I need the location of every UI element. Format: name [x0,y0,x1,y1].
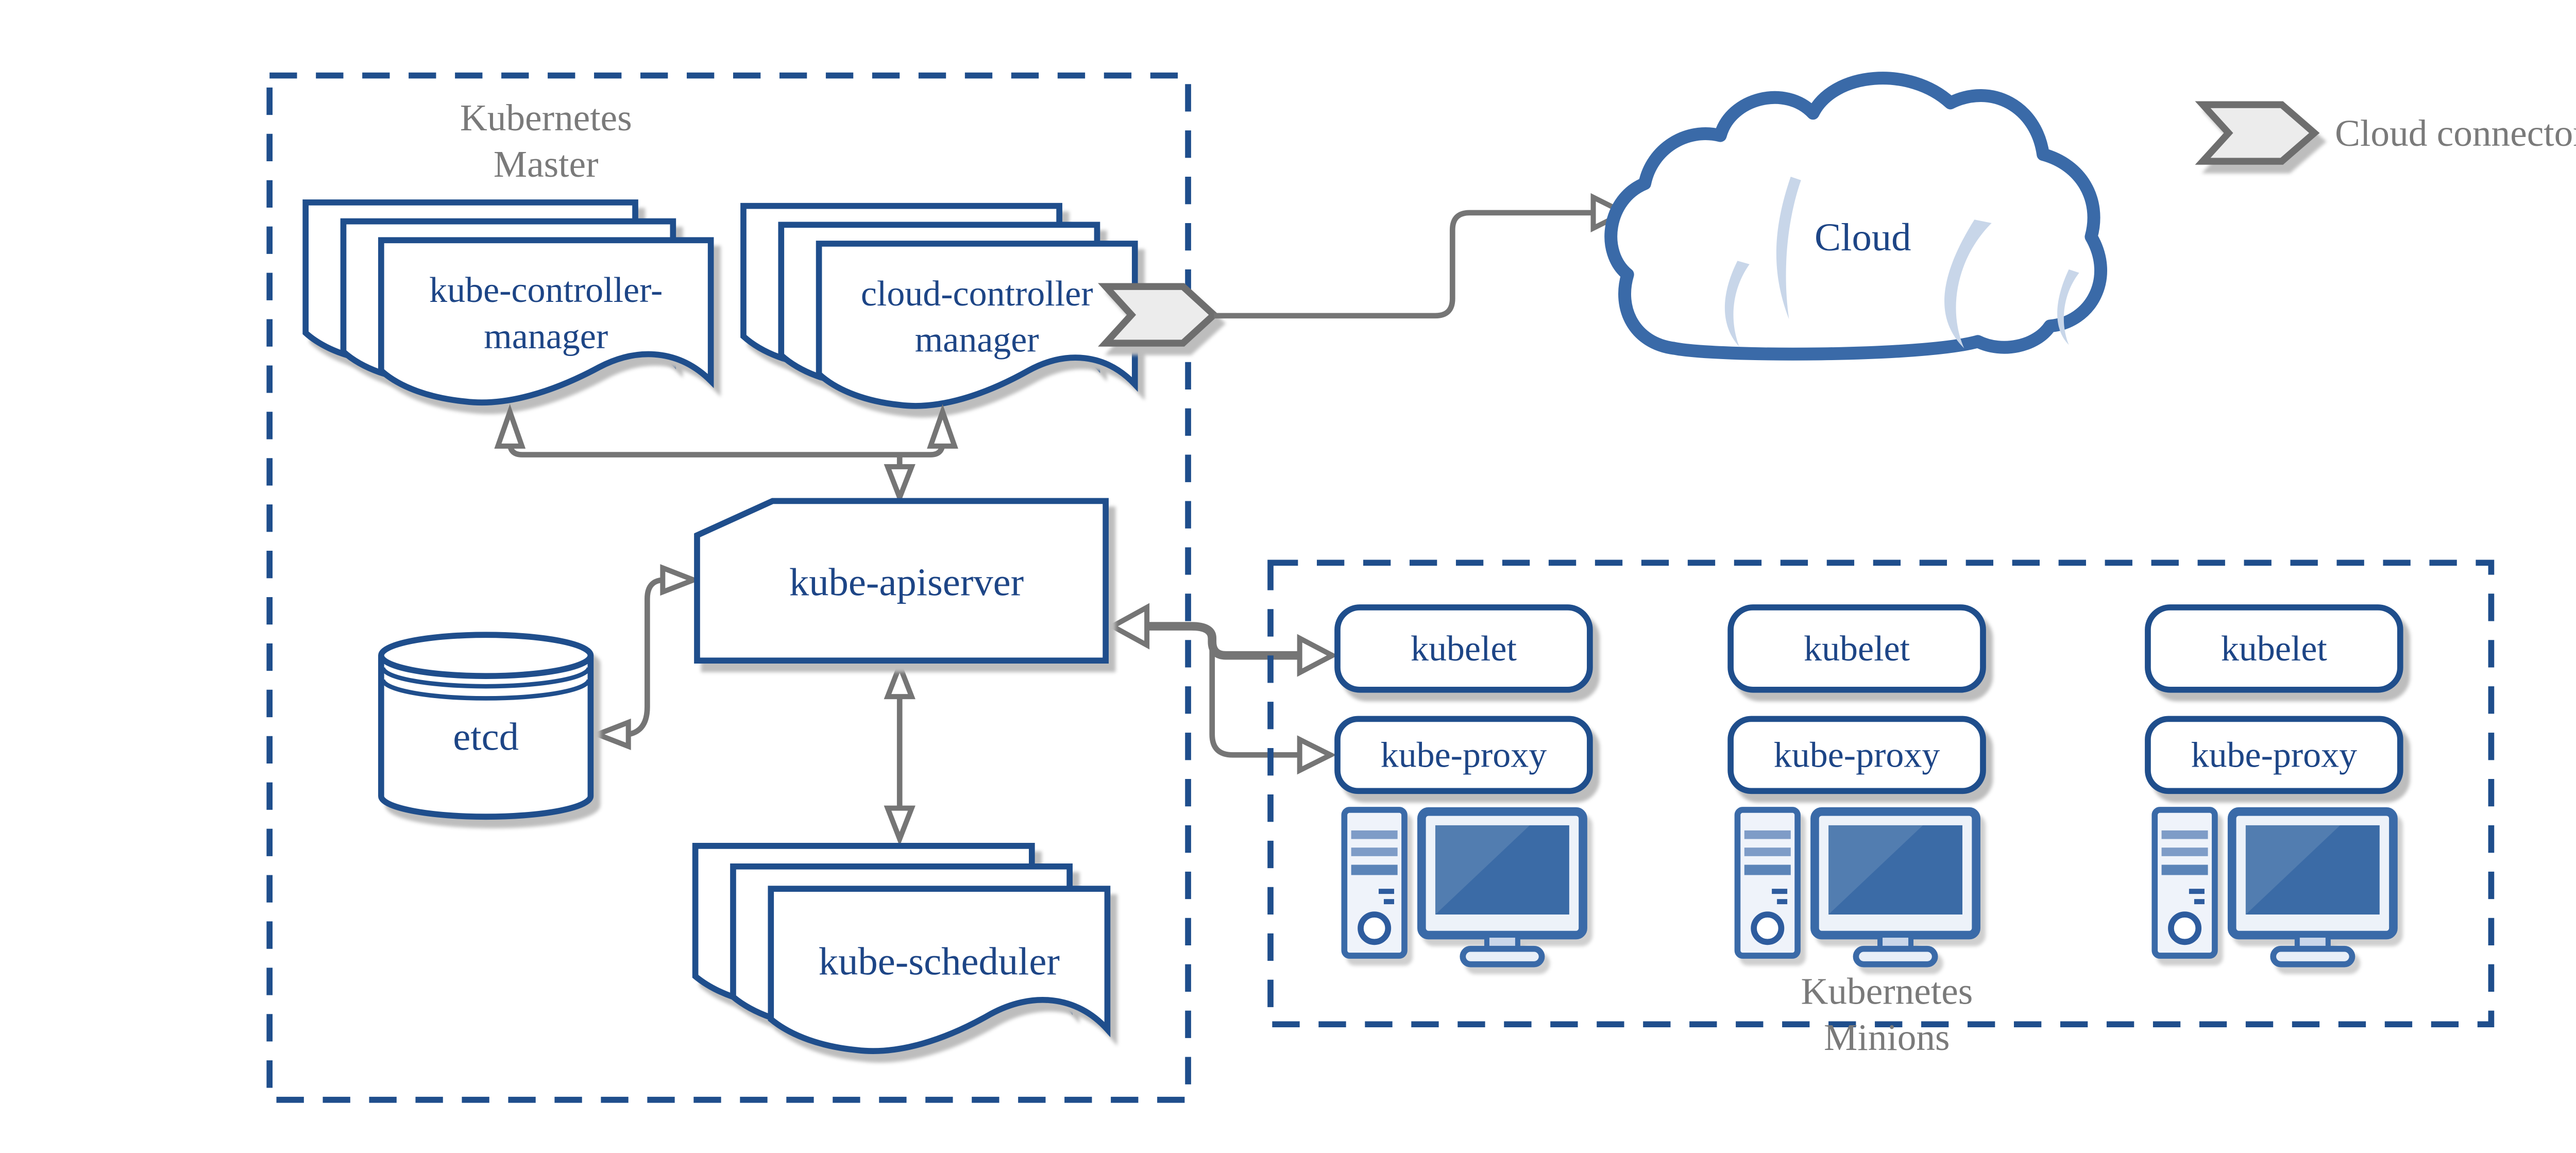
pc-tower-icon [2151,807,2218,959]
etcd-label: etcd [453,715,519,758]
kube-apiserver-label: kube-apiserver [789,561,1024,604]
document-shape-front [816,241,1138,409]
pc-tower-vent [1378,889,1394,894]
monitor-screen [1435,825,1569,915]
cloud-highlight-sliver [1944,219,1992,349]
pc-tower-stripe [1351,864,1398,875]
pc-tower-stripe [2161,864,2208,875]
legend-cloud-connector: Cloud connector [2195,101,2576,165]
minion-node-3: kubelet kube-proxy [2145,604,2403,968]
pc-power-button [2168,911,2202,945]
minions-label-line1: Kubernetes [1801,970,1973,1012]
pc-tower-icon [1734,807,1801,959]
arrow-connector-to-cloud [1214,193,1630,319]
legend-chevron-icon [2195,101,2320,165]
monitor-stand-base [2270,945,2355,968]
desktop-computer-icon [2151,807,2398,968]
kube-proxy-label: kube-proxy [1381,736,1547,775]
monitor-screen-glare [1435,825,1530,915]
etcd-cylinder-top-ellipse [378,655,594,679]
master-label-line1: Kubernetes [460,97,632,139]
cloud-connector-chevron-icon [1098,283,1219,347]
monitor-screen [1828,825,1963,915]
master-label-line2: Master [494,143,599,185]
master-label: Kubernetes Master [460,97,632,185]
cloud-controller-manager-label-line2: manager [915,320,1039,360]
legend-cloud-connector-label: Cloud connector [2335,112,2576,154]
pc-tower-stripe [1744,864,1791,875]
node-etcd: etcd [378,632,594,820]
arrow-apiserver-kubelet [1107,603,1338,677]
cloud-controller-manager-label-line1: cloud-controller [861,274,1093,314]
pc-tower-stripe [1351,830,1398,839]
kube-controller-manager-label-line2: manager [484,317,608,357]
node-cloud-controller-manager: cloud-controller manager [740,202,1138,409]
pc-tower-vent [1383,899,1394,905]
etcd-cylinder-ring2 [380,679,591,701]
arrow-apiserver-scheduler [884,658,916,846]
pc-tower-stripe [2161,830,2208,839]
pc-tower-vent [2194,899,2205,905]
document-shape-front [378,237,714,406]
cloud-highlight-sliver [1776,177,1801,319]
minion-node-2: kubelet kube-proxy [1727,604,1986,968]
kubelet-box [2145,604,2403,693]
cloud-highlight-sliver [2057,269,2079,345]
node-kube-controller-manager: kube-controller- manager [302,199,714,406]
minions-boundary-box [1267,559,2495,1028]
pc-tower-icon [1341,807,1408,959]
monitor-stand-base [1853,945,1938,968]
pc-tower-stripe [1744,830,1791,839]
desktop-computer-icon [1734,807,1981,968]
kubelet-label: kubelet [1411,629,1517,669]
monitor-screen-glare [2245,825,2341,915]
node-kube-scheduler: kube-scheduler [692,843,1111,1054]
cloud-highlight-sliver [1724,261,1750,347]
arrow-apiserver-kube-proxy [1209,648,1336,775]
kubelet-box [1727,604,1986,693]
minions-label-line2: Minions [1824,1016,1950,1058]
pc-tower-vent [2189,889,2205,894]
desktop-computer-icon [1341,807,1587,968]
cloud-shape: Cloud [1604,72,2107,361]
kube-proxy-box [1727,716,1986,794]
apiserver-shape [694,498,1109,664]
kubelet-label: kubelet [1804,629,1910,669]
kube-scheduler-label: kube-scheduler [819,940,1060,984]
monitor-screen-glare [1828,825,1923,915]
pc-tower-vent [1777,899,1788,905]
document-shape-front [768,886,1111,1054]
cloud-label: Cloud [1815,215,1911,259]
minion-node-1: kubelet kube-proxy [1334,604,1593,968]
pc-tower-vent [1772,889,1788,894]
monitor-stand-base [1460,945,1545,968]
pc-tower-stripe [1351,847,1398,856]
node-kube-apiserver: kube-apiserver [694,498,1109,664]
etcd-cylinder-ring1 [380,667,591,689]
pc-power-button [1751,911,1785,945]
kubelet-label: kubelet [2221,629,2327,669]
pc-tower-stripe [1744,847,1791,856]
kube-proxy-label: kube-proxy [1774,736,1940,775]
monitor-screen [2245,825,2380,915]
kube-proxy-label: kube-proxy [2191,736,2358,775]
kube-controller-manager-label-line1: kube-controller- [429,270,663,310]
kube-proxy-box [1334,716,1593,794]
pc-tower-stripe [2161,847,2208,856]
pc-power-button [1358,911,1392,945]
etcd-cylinder-body [378,632,594,820]
arrow-apiserver-to-controller-managers [494,404,958,505]
kubelet-box [1334,604,1593,693]
minions-label: Kubernetes Minions [1801,970,1973,1058]
kube-proxy-box [2145,716,2403,794]
arrow-apiserver-etcd [590,564,701,751]
